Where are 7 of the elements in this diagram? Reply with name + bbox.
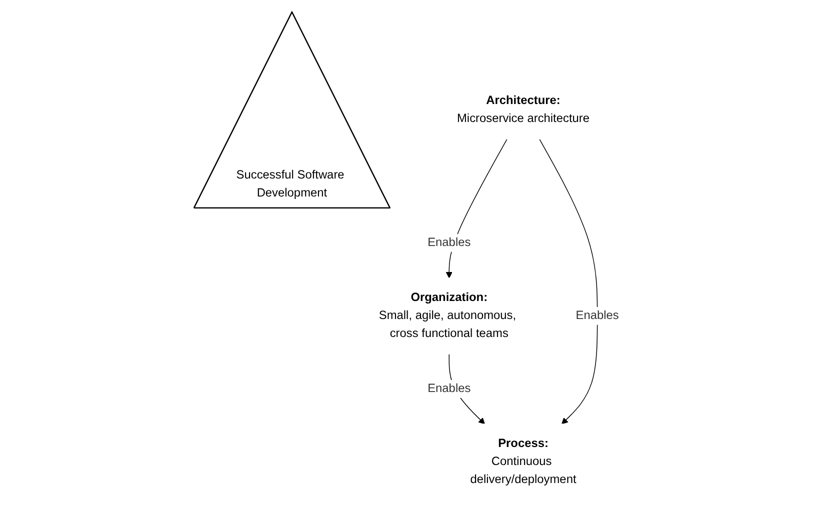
edge-label: Enables [428,236,472,249]
node-text: Organization: Small, agile, autonomous, cross functional teams [379,291,517,340]
arrow [540,138,598,424]
edge-label: Enables [576,309,620,322]
node-text: Architecture: Microservice architecture [457,94,590,125]
edge-label: Enables [428,382,472,395]
node-text: Process: Continuous delivery/deployment [470,437,577,486]
